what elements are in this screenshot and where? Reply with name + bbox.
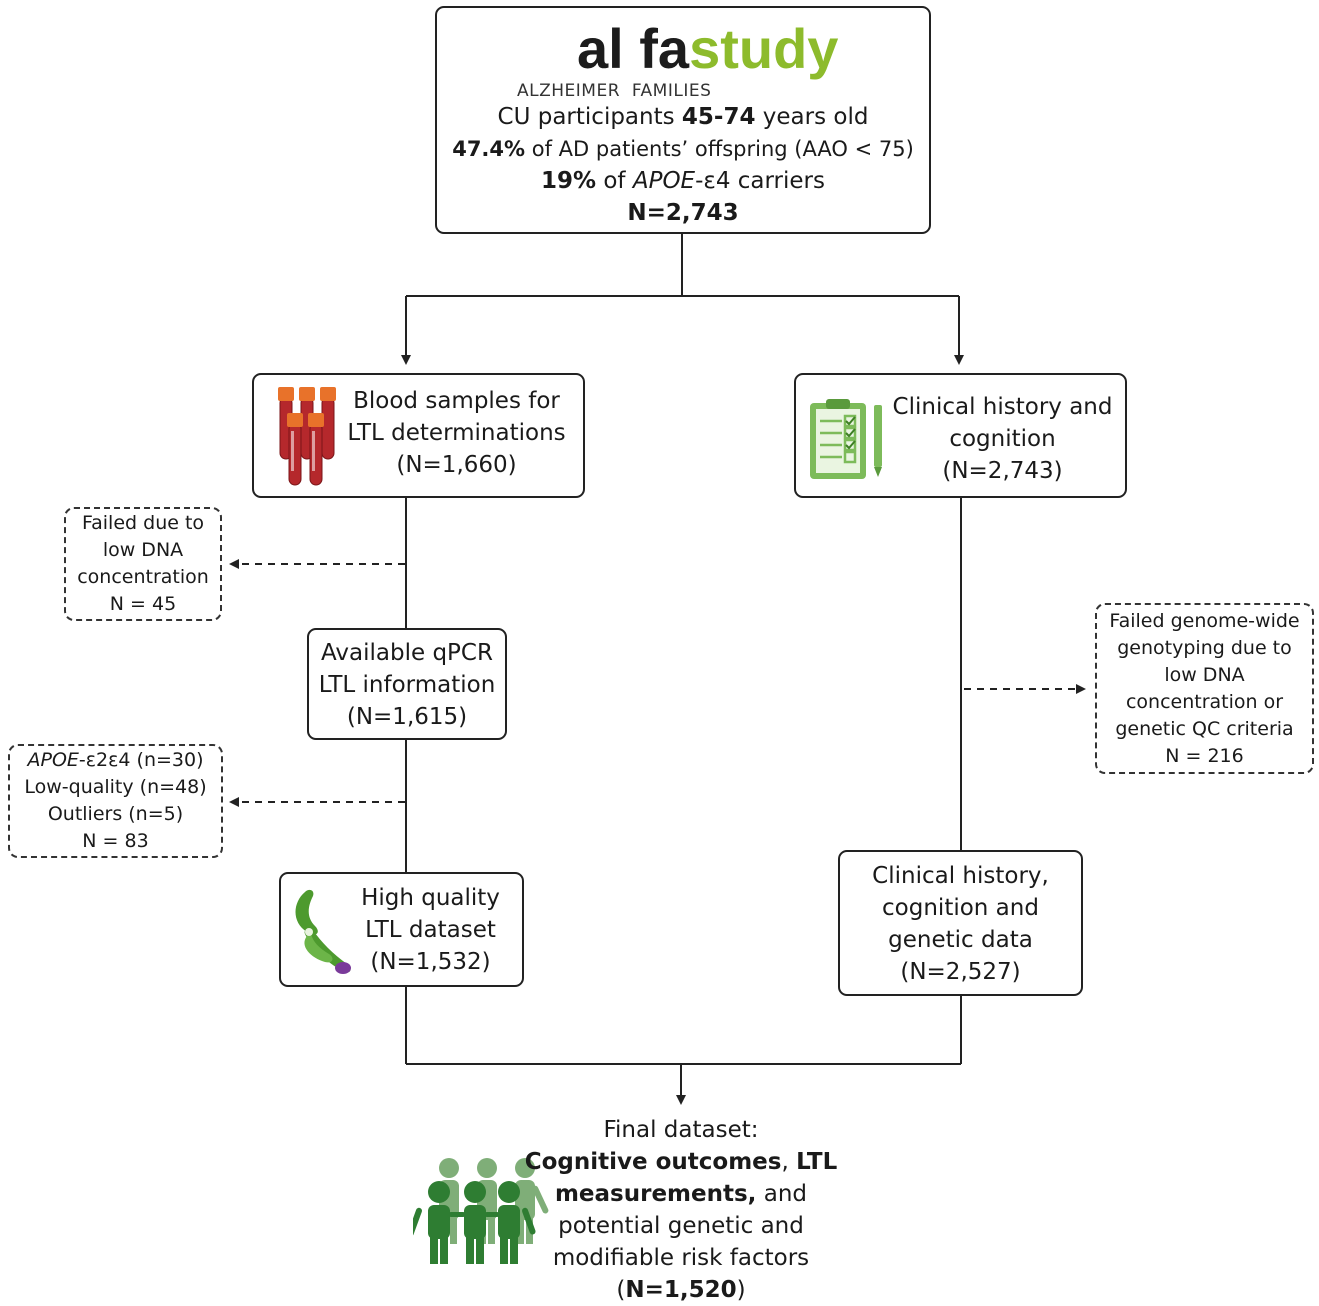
cgd-line1: Clinical history, <box>872 863 1049 889</box>
qpcr-line2: LTL information <box>318 672 496 698</box>
fail-geno-line3: low DNA <box>1164 663 1245 686</box>
fail-dna-line2: low DNA <box>102 539 184 561</box>
hq-line1: High quality <box>361 885 500 911</box>
final-n: (N=1,520) <box>616 1277 746 1303</box>
excl-n: N = 83 <box>82 830 149 852</box>
clinical-line2: cognition <box>949 426 1056 452</box>
excl-apoe: APOE-ε2ε4 (n=30) <box>27 749 204 771</box>
chromosome-icon <box>295 889 351 974</box>
qpcr-box: Available qPCR LTL information (N=1,615) <box>307 628 507 740</box>
clinical-n: (N=2,743) <box>942 458 1063 484</box>
hq-line2: LTL dataset <box>365 917 496 943</box>
fail-geno-n: N = 216 <box>1165 744 1244 767</box>
cgd-n: (N=2,527) <box>900 959 1021 985</box>
final-line1: Final dataset: <box>603 1117 759 1143</box>
cgd-line2: cognition and <box>882 895 1039 921</box>
hq-n: (N=1,532) <box>370 949 491 975</box>
fail-geno-line5: genetic QC criteria <box>1115 717 1294 740</box>
high-quality-ltl-box: High quality LTL dataset (N=1,532) <box>279 872 524 987</box>
clinical-history-box: Clinical history and cognition (N=2,743) <box>794 373 1127 498</box>
final-line4: potential genetic and <box>558 1213 804 1239</box>
logo-study-text: study <box>689 17 839 80</box>
exclusions-box: APOE-ε2ε4 (n=30) Low-quality (n=48) Outl… <box>8 744 223 858</box>
clinical-genetic-box: Clinical history, cognition and genetic … <box>838 850 1083 996</box>
blood-tubes-icon <box>278 387 336 486</box>
final-dataset-text: Final dataset: Cognitive outcomes, LTL m… <box>520 1114 842 1306</box>
logo-subtitle: ALZHEIMER FAMILIES <box>517 81 712 101</box>
blood-line2: LTL determinations <box>347 420 566 446</box>
cohort-age-line: CU participants 45-74 years old <box>497 104 869 130</box>
alfa-study-logo: al fastudy <box>577 16 838 81</box>
excl-lowquality: Low-quality (n=48) <box>24 776 207 798</box>
cohort-apoe-line: 19% of APOE-ε4 carriers <box>540 168 825 194</box>
final-line3: measurements, and <box>554 1181 808 1207</box>
fail-dna-line1: Failed due to <box>81 512 205 534</box>
cohort-offspring-line: 47.4% of AD patients’ offspring (AAO < 7… <box>452 137 914 161</box>
blood-n: (N=1,660) <box>396 452 517 478</box>
excl-outliers: Outliers (n=5) <box>47 803 184 825</box>
qpcr-line1: Available qPCR <box>321 640 493 666</box>
final-line2: Cognitive outcomes, LTL <box>524 1149 838 1175</box>
fail-dna-line3: concentration <box>77 566 209 588</box>
qpcr-n: (N=1,615) <box>346 704 468 730</box>
blood-line1: Blood samples for <box>353 388 560 414</box>
fail-geno-line2: genotyping due to <box>1117 636 1292 659</box>
failed-dna-box: Failed due to low DNA concentration N = … <box>64 507 222 621</box>
clinical-line1: Clinical history and <box>892 394 1113 420</box>
cgd-line3: genetic data <box>888 927 1033 953</box>
fail-geno-line1: Failed genome-wide <box>1109 609 1300 632</box>
failed-genotyping-box: Failed genome-wide genotyping due to low… <box>1095 603 1314 774</box>
cohort-n: N=2,743 <box>627 200 739 226</box>
clipboard-icon <box>810 399 882 479</box>
cohort-box: al fastudy ALZHEIMER FAMILIES CU partici… <box>435 6 931 234</box>
fail-dna-n: N = 45 <box>109 593 177 615</box>
blood-samples-box: Blood samples for LTL determinations (N=… <box>252 373 585 498</box>
fail-geno-line4: concentration or <box>1125 690 1284 713</box>
final-line5: modifiable risk factors <box>552 1245 810 1271</box>
people-group-icon <box>413 1158 549 1264</box>
logo-alfa-text: al fa <box>577 17 690 80</box>
